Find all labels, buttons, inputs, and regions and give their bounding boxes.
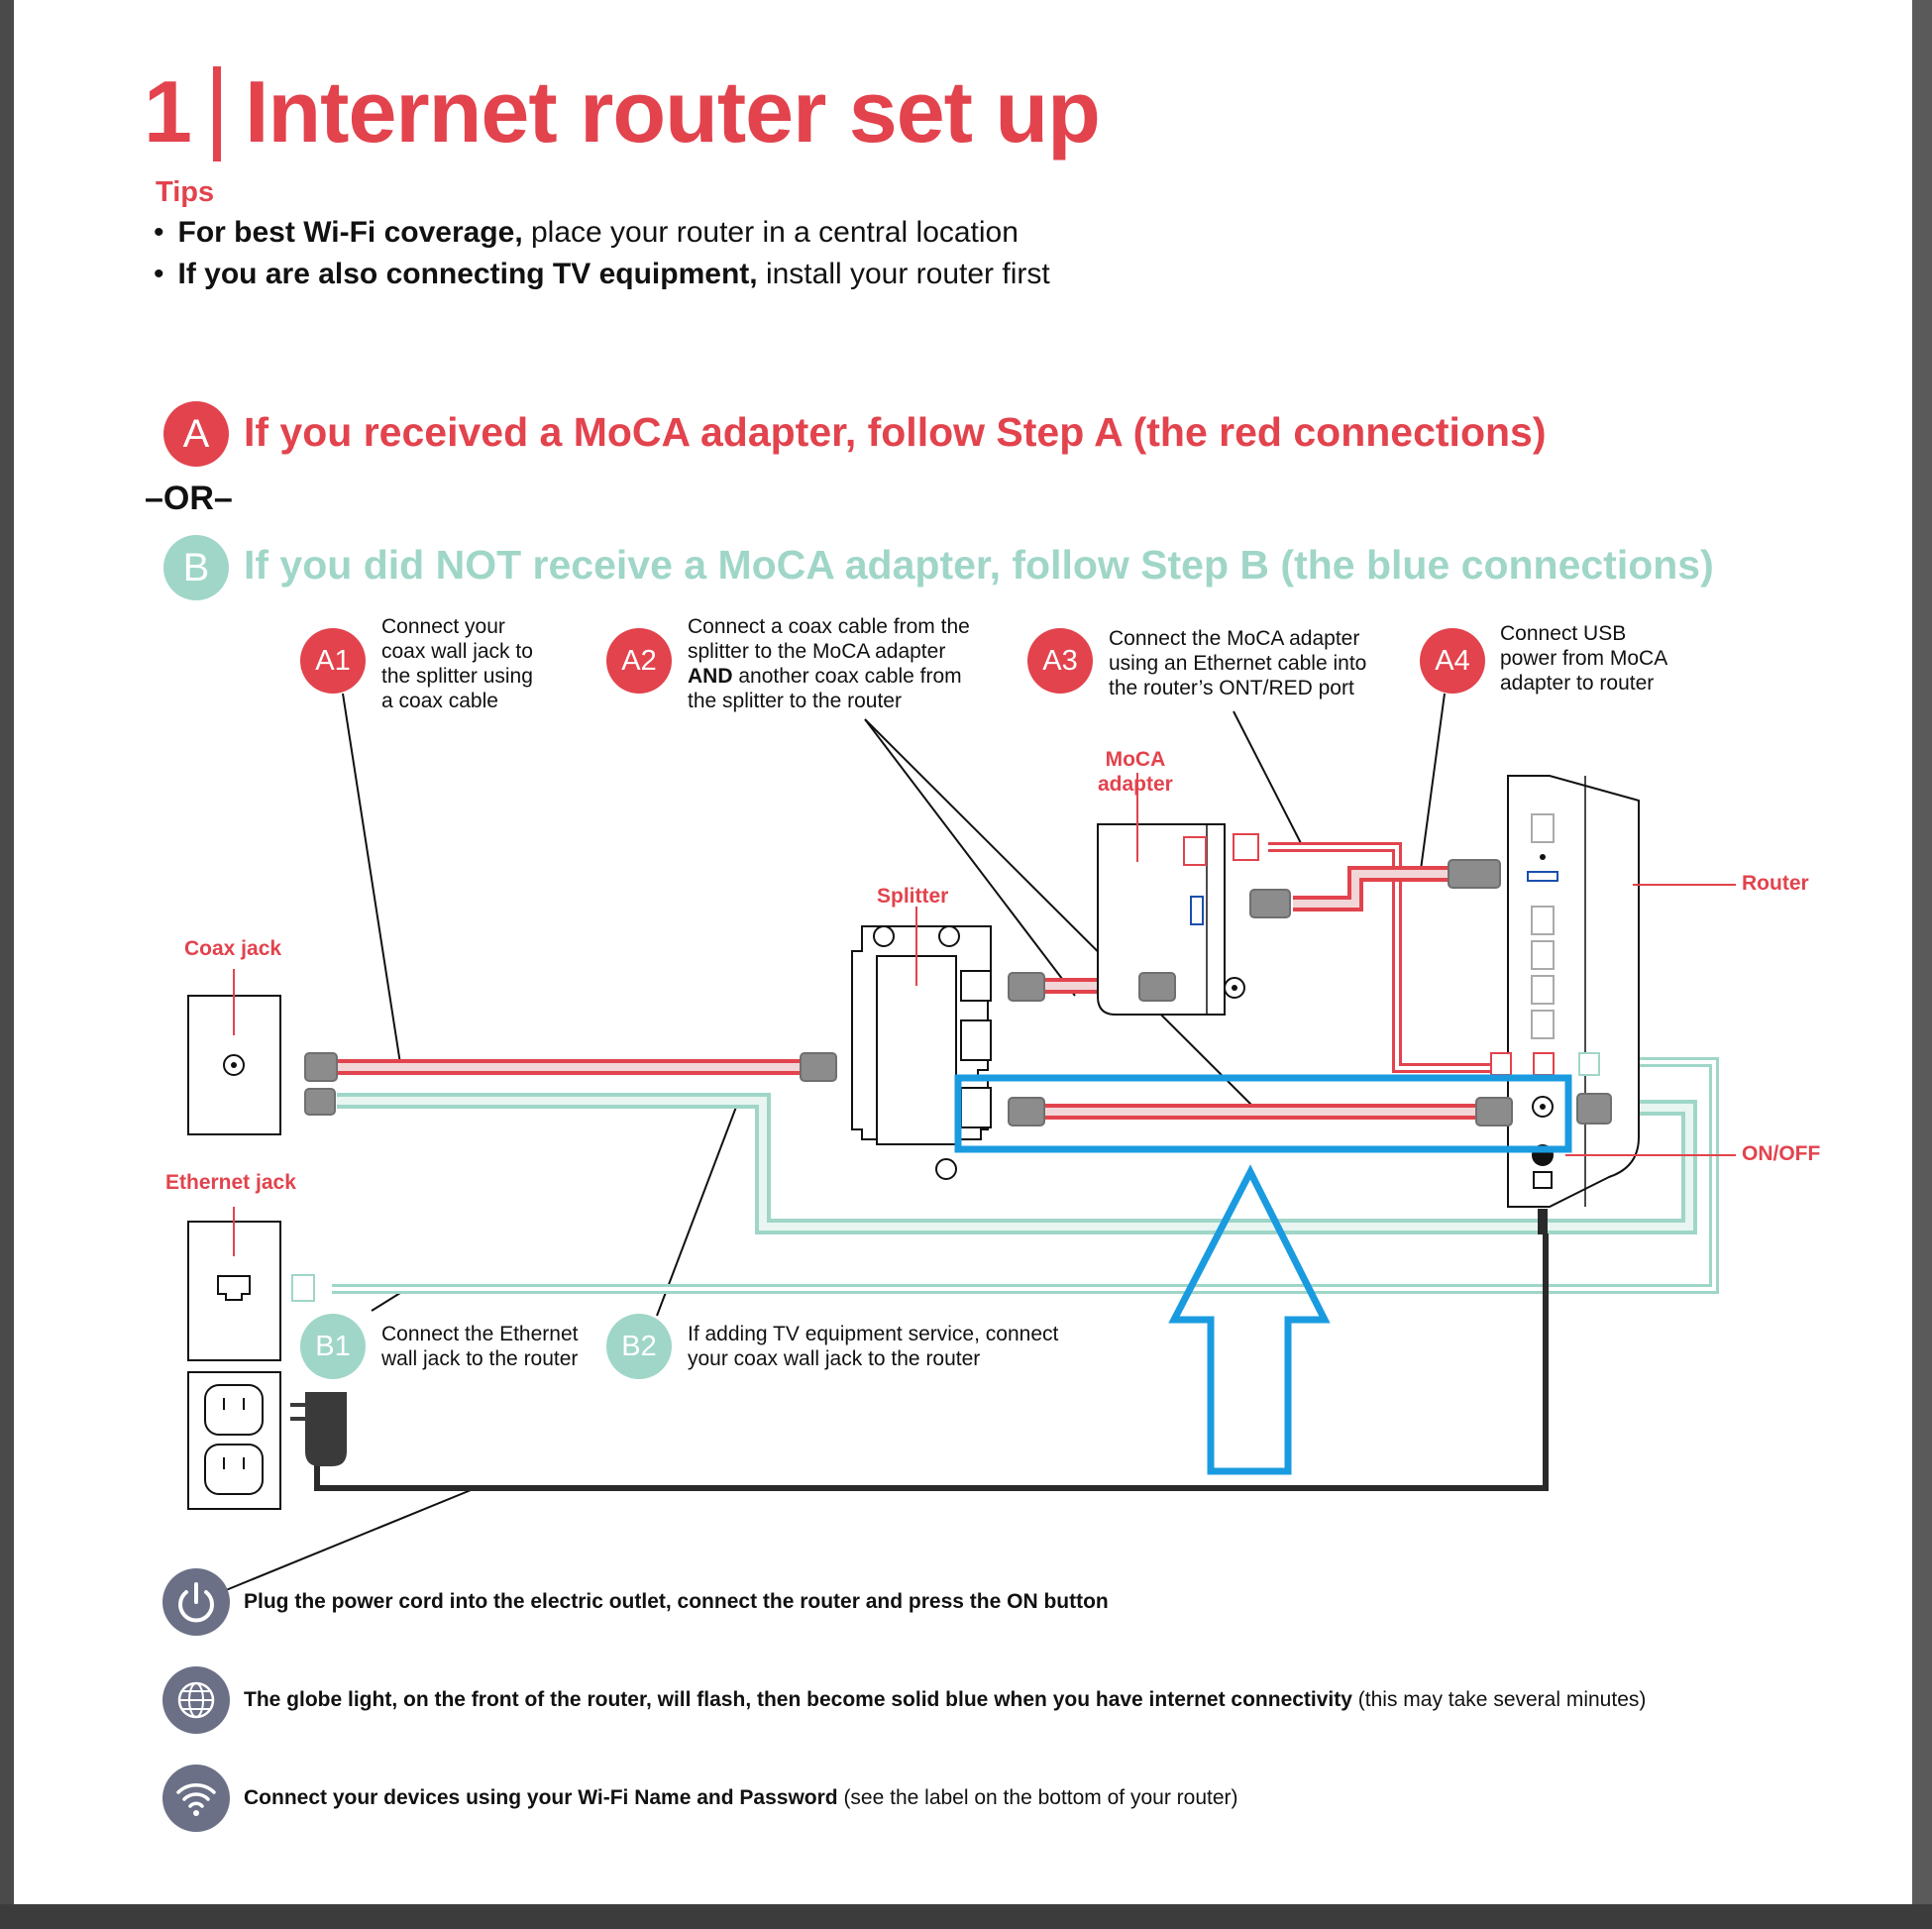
footer-bold: Connect your devices using your Wi-Fi Na… [244, 1786, 838, 1809]
highlight-box [954, 1074, 1572, 1153]
title-divider [212, 66, 221, 161]
page-title: 1 Internet router set up [144, 61, 1101, 162]
globe-icon [162, 1666, 230, 1734]
leader-line-a3 [1233, 710, 1304, 848]
footer-rest: (this may take several minutes) [1351, 1688, 1647, 1711]
highlight-arrow [1168, 1164, 1331, 1475]
leader-lines [225, 693, 1446, 1591]
connector [800, 1052, 837, 1082]
leader-line-a4 [1419, 693, 1446, 878]
connector [1138, 972, 1176, 1002]
wifi-icon-glyph [176, 1783, 216, 1816]
power-plug [290, 1392, 347, 1466]
callout-a2-bold: AND [688, 665, 733, 688]
title-number: 1 [144, 62, 192, 161]
globe-icon-glyph [177, 1681, 215, 1719]
electric-outlet [187, 1371, 281, 1510]
callout-b1-badge: B1 [300, 1314, 366, 1379]
connector [1249, 889, 1291, 918]
connector [1233, 833, 1259, 861]
cable-connectors [304, 859, 1612, 1126]
label-coax-jack: Coax jack [184, 937, 282, 960]
tip-item: • If you are also connecting TV equipment… [154, 258, 1050, 291]
connector [1475, 1097, 1513, 1126]
red-cables [337, 842, 1498, 1120]
wifi-icon [162, 1765, 230, 1832]
connector [1008, 972, 1045, 1002]
leader-line-a2-router [864, 718, 1259, 1113]
callout-a3-text: Connect the MoCA adapter using an Ethern… [1109, 627, 1367, 699]
or-divider: –OR– [145, 480, 233, 517]
label-router: Router [1742, 872, 1809, 895]
ethernet-plugs-red [1233, 833, 1555, 1076]
viewer-border-bottom [0, 1904, 1932, 1929]
step-a-title: If you received a MoCA adapter, follow S… [244, 409, 1547, 455]
teal-ethernet-cable-inner [332, 1060, 1716, 1291]
power-cord [314, 1233, 1549, 1491]
leader-line-power [225, 1485, 482, 1591]
teal-cables [332, 1057, 1719, 1294]
connector [1576, 1093, 1612, 1125]
callout-a4-badge: A4 [1420, 628, 1485, 694]
callout-b1-text: Connect the Ethernet wall jack to the ro… [381, 1323, 579, 1370]
connector [1490, 1052, 1512, 1076]
callout-a3-badge: A3 [1027, 628, 1093, 694]
leader-line-a2-moca [864, 718, 1076, 997]
bullet: • [154, 216, 164, 249]
callout-a2-line: Connect a coax cable from the [688, 615, 970, 638]
callout-a2-line: splitter to the MoCA adapter [688, 640, 946, 663]
callout-a2-badge: A2 [606, 628, 672, 694]
label-splitter: Splitter [877, 885, 949, 908]
callout-a2-text: Connect a coax cable from the splitter t… [688, 614, 970, 713]
connector [1578, 1052, 1600, 1076]
footer-bold: Plug the power cord into the electric ou… [244, 1590, 1109, 1613]
callout-b2-badge: B2 [606, 1314, 672, 1379]
label-ethernet-jack: Ethernet jack [165, 1171, 296, 1194]
callout-b2-text: If adding TV equipment service, connect … [688, 1323, 1059, 1370]
tip-bold: For best Wi-Fi coverage, [177, 216, 523, 249]
bullet: • [154, 258, 164, 290]
callout-a2-line: AND another coax cable from [688, 664, 970, 689]
callout-a1-badge: A1 [300, 628, 366, 694]
step-a-badge: A [163, 401, 229, 467]
router [1507, 775, 1736, 1234]
label-moca-adapter: MoCA adapter [1098, 748, 1173, 796]
viewer-border-right [1912, 0, 1932, 1929]
tip-item: • For best Wi-Fi coverage, place your rou… [154, 216, 1019, 250]
tip-rest: place your router in a central location [522, 216, 1019, 249]
step-b-title: If you did NOT receive a MoCA adapter, f… [244, 542, 1714, 588]
footer-instruction: Connect your devices using your Wi-Fi Na… [244, 1786, 1238, 1810]
footer-bold: The globe light, on the front of the rou… [244, 1688, 1352, 1711]
footer-instruction: Plug the power cord into the electric ou… [244, 1590, 1109, 1614]
connector [1448, 859, 1501, 889]
splitter [851, 907, 992, 1180]
callout-a4-text: Connect USB power from MoCA adapter to r… [1500, 622, 1668, 695]
title-text: Internet router set up [244, 62, 1101, 161]
connector [304, 1052, 338, 1082]
moca-adapter [1097, 773, 1245, 1016]
callout-a2-line3: another coax cable from [732, 665, 962, 688]
ethernet-plugs-teal [291, 1052, 1600, 1302]
connector [1533, 1052, 1555, 1076]
power-icon-glyph [178, 1582, 214, 1623]
footer-instruction: The globe light, on the front of the rou… [244, 1688, 1646, 1712]
leader-line-b2 [656, 1101, 739, 1317]
ethernet-wall-jack [187, 1207, 281, 1361]
step-b-badge: B [163, 535, 229, 600]
label-on-off: ON/OFF [1742, 1142, 1821, 1165]
connector [1008, 1097, 1045, 1126]
connector [304, 1088, 336, 1116]
coax-wall-jack [187, 969, 281, 1135]
callout-a2-line: the splitter to the router [688, 690, 902, 712]
footer-rest: (see the label on the bottom of your rou… [837, 1786, 1238, 1809]
power-icon [162, 1568, 230, 1636]
tips-heading: Tips [156, 176, 215, 208]
red-usb-cable [1293, 866, 1456, 911]
connector [291, 1274, 315, 1302]
leader-line-a1 [342, 693, 402, 1071]
tip-rest: install your router first [757, 258, 1050, 290]
tip-bold: If you are also connecting TV equipment, [177, 258, 758, 290]
callout-a1-text: Connect your coax wall jack to the split… [381, 615, 533, 712]
